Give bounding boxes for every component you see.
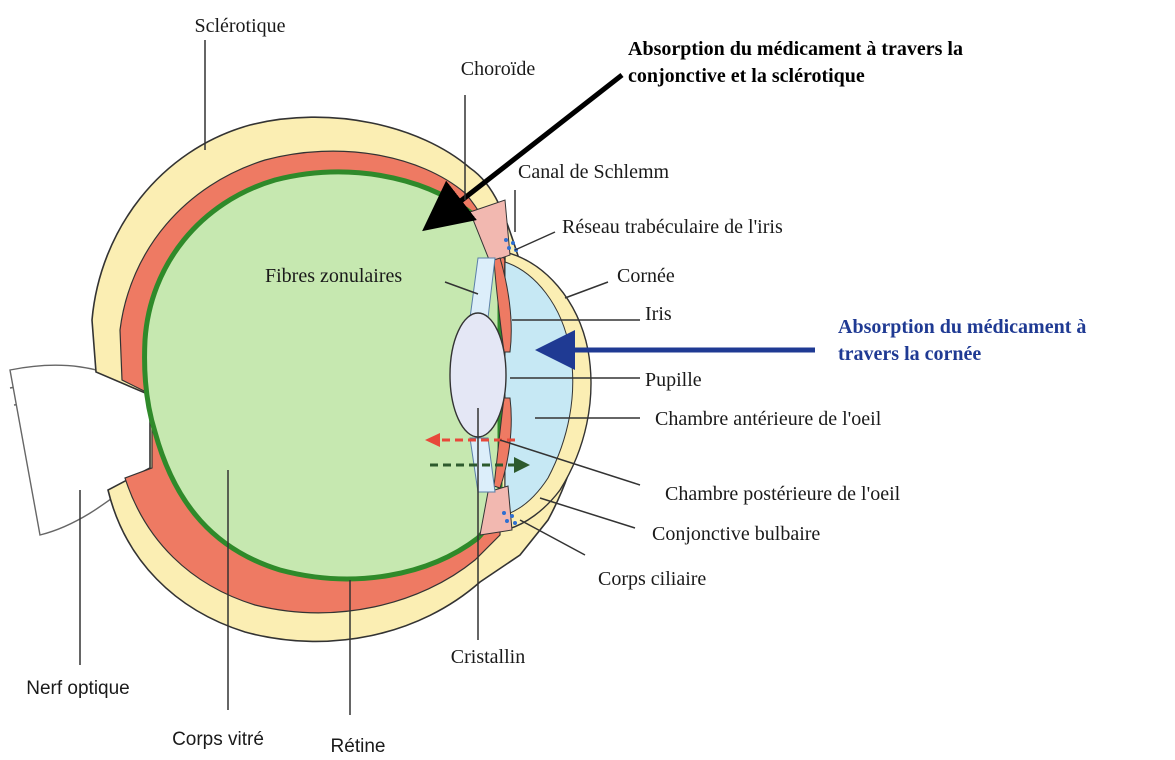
label-pupille: Pupille	[645, 369, 702, 391]
sclera-route-arrow	[430, 75, 622, 225]
label-chambre-posterieure: Chambre postérieure de l'oeil	[665, 483, 901, 505]
label-iris: Iris	[645, 303, 672, 325]
label-chambre-anterieure: Chambre antérieure de l'oeil	[655, 408, 882, 430]
label-cristallin: Cristallin	[451, 646, 525, 668]
label-corps-vitre: Corps vitré	[172, 729, 264, 750]
label-sclerotique: Sclérotique	[194, 15, 285, 37]
annotation-sclera-route-line1: Absorption du médicament à travers la	[628, 38, 963, 60]
label-choroide: Choroïde	[461, 58, 536, 80]
annotation-cornea-route-line2: travers la cornée	[838, 343, 981, 365]
label-canal-schlemm: Canal de Schlemm	[518, 161, 670, 183]
label-conjonctive-bulbaire: Conjonctive bulbaire	[652, 523, 820, 545]
annotation-cornea-route-line1: Absorption du médicament à	[838, 316, 1086, 338]
annotation-sclera-route-line2: conjonctive et la sclérotique	[628, 65, 865, 87]
vitreous-body	[145, 172, 500, 579]
label-cornee: Cornée	[617, 265, 675, 287]
label-reseau-trabeculaire: Réseau trabéculaire de l'iris	[562, 216, 783, 238]
label-corps-ciliaire: Corps ciliaire	[598, 568, 706, 590]
label-nerf-optique: Nerf optique	[26, 678, 130, 699]
label-retine: Rétine	[331, 736, 386, 757]
label-fibres-zonulaires: Fibres zonulaires	[265, 265, 402, 287]
